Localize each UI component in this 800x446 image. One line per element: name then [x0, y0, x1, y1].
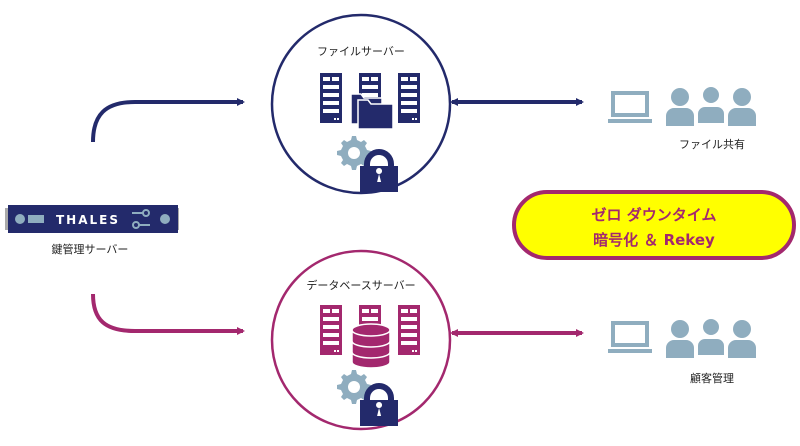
crm-label: 顧客管理 — [690, 371, 734, 385]
database-server: データベースサーバー — [270, 249, 452, 431]
server-rack-icon — [320, 73, 342, 123]
zero-downtime-callout: ゼロ ダウンタイム 暗号化 ＆ Rekey — [512, 190, 796, 260]
file-server: ファイルサーバー — [270, 13, 452, 195]
folder-icon — [350, 93, 394, 130]
laptop-icon — [608, 91, 652, 123]
server-rack-icon — [398, 305, 420, 355]
arrow-to-file-server — [91, 98, 245, 143]
thales-logo: THALES — [56, 213, 120, 227]
callout-line-1: ゼロ ダウンタイム — [592, 206, 717, 224]
database-icon — [351, 323, 391, 369]
users-icon — [666, 317, 756, 358]
connection-icon — [132, 209, 150, 229]
db-server-label: データベースサーバー — [306, 278, 415, 292]
key-management-server: THALES 鍵管理サーバー — [5, 205, 179, 256]
file-share-clients: ファイル共有 — [608, 85, 756, 151]
server-rack-icon — [398, 73, 420, 123]
arrow-to-db-server — [91, 293, 245, 335]
crm-clients: 顧客管理 — [608, 317, 756, 385]
key-server-label: 鍵管理サーバー — [52, 242, 129, 256]
users-icon — [666, 85, 756, 126]
file-share-label: ファイル共有 — [679, 137, 745, 151]
callout-line-2: 暗号化 ＆ Rekey — [593, 231, 715, 249]
file-server-label: ファイルサーバー — [317, 45, 405, 58]
laptop-icon — [608, 321, 652, 353]
server-rack-icon — [320, 305, 342, 355]
